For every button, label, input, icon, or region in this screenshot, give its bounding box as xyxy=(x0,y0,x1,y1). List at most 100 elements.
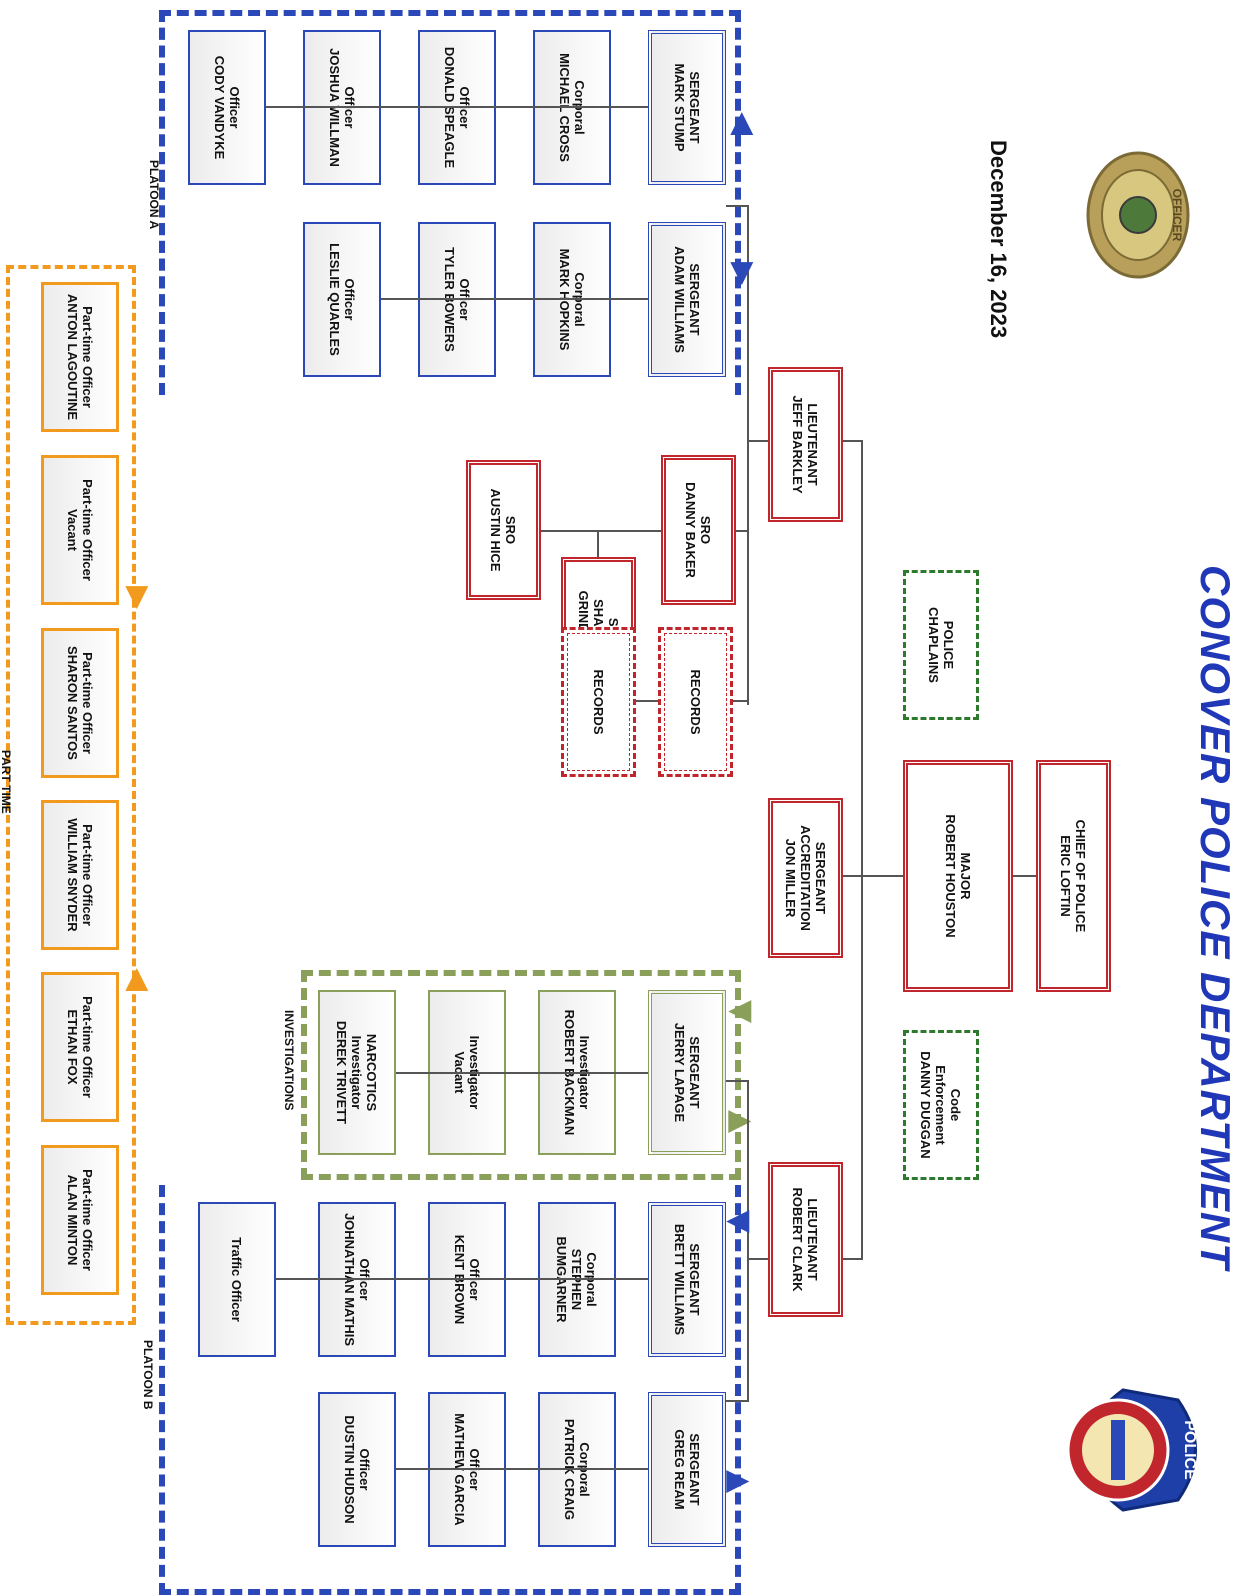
part-time-officer-box: Part-time Officer SHARON SANTOS xyxy=(41,628,119,778)
platoon-a-squad1-member: Officer CODY VANDYKE xyxy=(188,30,266,185)
rotation-arrow-icon: ◀ xyxy=(726,112,761,136)
records-box: RECORDS xyxy=(658,627,733,777)
traffic-officer-box: Traffic Officer xyxy=(198,1202,276,1357)
connector-line xyxy=(843,1258,863,1260)
member-rank: Officer xyxy=(357,1448,372,1491)
member-rank: Part-time Officer xyxy=(80,652,95,754)
sro-box: SRO DANNY BAKER xyxy=(661,455,736,605)
platoon-a-squad1-sergeant: SERGEANT MARK STUMP xyxy=(648,30,726,185)
connector-line xyxy=(597,530,599,557)
patch-logo-text: POLICE xyxy=(1181,1420,1198,1480)
page-title: CONOVER POLICE DEPARTMENT xyxy=(1192,565,1239,1270)
connector-line xyxy=(736,530,749,532)
chart-date: December 16, 2023 xyxy=(986,140,1011,339)
records-label: RECORDS xyxy=(688,669,703,735)
investigations-label: INVESTIGATIONS xyxy=(282,1010,296,1111)
member-name: JERRY LAPAGE xyxy=(672,1022,687,1123)
lieutenant-a-rank: LIEUTENANT xyxy=(805,403,821,486)
rotation-arrow-icon: ▲ xyxy=(722,1470,757,1494)
rotation-arrow-icon: ◀ xyxy=(121,968,156,992)
connector-line xyxy=(747,1080,749,1400)
chief-of-police-box: CHIEF OF POLICE ERIC LOFTIN xyxy=(1036,760,1111,992)
part-time-officer-box: Part-time Officer ETHAN FOX xyxy=(41,972,119,1122)
member-rank: Officer xyxy=(342,278,357,321)
member-rank: SERGEANT xyxy=(687,1243,702,1316)
member-rank: SERGEANT xyxy=(687,71,702,144)
rotation-arrow-icon: ▲ xyxy=(724,1110,759,1134)
platoon-b-squad2-sergeant: SERGEANT GREG REAM xyxy=(648,1392,726,1547)
connector-line xyxy=(843,875,863,877)
lieutenant-a-name: JEFF BARKLEY xyxy=(790,395,806,494)
member-name: SHARON SANTOS xyxy=(65,646,80,760)
member-rank-line2: Investigator xyxy=(349,1035,365,1110)
connector-line xyxy=(381,298,648,300)
member-rank: Part-time Officer xyxy=(80,306,95,408)
connector-line xyxy=(276,1278,648,1280)
connector-line xyxy=(749,1258,768,1260)
connector-line xyxy=(863,875,903,877)
platoon-b-squad2-member: Officer DUSTIN HUDSON xyxy=(318,1392,396,1547)
chief-rank: CHIEF OF POLICE xyxy=(1073,819,1089,933)
member-name: DEREK TRIVETT xyxy=(334,1020,350,1125)
part-time-officer-box: Part-time Officer WILLIAM SNYDER xyxy=(41,800,119,950)
investigations-sergeant: SERGEANT JERRY LAPAGE xyxy=(648,990,726,1155)
member-name: ALAN MINTON xyxy=(65,1174,80,1266)
records-label: RECORDS xyxy=(591,669,606,735)
member-name: LESLIE QUARLES xyxy=(327,243,342,356)
member-rank: NARCOTICS xyxy=(364,1033,380,1112)
member-rank: Part-time Officer xyxy=(80,1169,95,1271)
accreditation-rank: SERGEANT xyxy=(813,841,828,915)
platoon-a-squad2-member: Officer LESLIE QUARLES xyxy=(303,222,381,377)
member-name: WILLIAM SNYDER xyxy=(65,818,80,932)
platoon-b-squad1-sergeant: SERGEANT BRETT WILLIAMS xyxy=(648,1202,726,1357)
major-rank: MAJOR xyxy=(958,852,973,900)
connector-line xyxy=(396,1468,648,1470)
connector-line xyxy=(266,106,648,108)
member-name: ADAM WILLIAMS xyxy=(672,246,687,353)
police-patch-logo: POLICE xyxy=(1066,1388,1198,1512)
member-name: MARK STUMP xyxy=(672,63,687,152)
connector-line xyxy=(861,440,863,1260)
sro-name: DANNY BAKER xyxy=(683,482,699,578)
chaplains-line1: POLICE xyxy=(941,620,956,670)
rotation-arrow-icon: ▼ xyxy=(722,1210,757,1234)
part-time-officer-box: Part-time Officer Vacant xyxy=(41,455,119,605)
platoon-a-squad2-sergeant: SERGEANT ADAM WILLIAMS xyxy=(648,222,726,377)
chaplains-line2: CHAPLAINS xyxy=(926,607,941,683)
connector-line xyxy=(396,1072,648,1074)
connector-line xyxy=(1013,875,1036,877)
sro-rank: SRO xyxy=(698,515,714,545)
member-name: BRETT WILLIAMS xyxy=(672,1223,687,1336)
member-rank: Officer xyxy=(227,86,242,129)
platoon-a-label: PLATOON A xyxy=(147,160,161,230)
major-box: MAJOR ROBERT HOUSTON xyxy=(903,760,1013,992)
records-box: RECORDS xyxy=(561,627,636,777)
accreditation-unit: ACCREDITATION xyxy=(798,825,813,931)
connector-line xyxy=(541,530,661,532)
police-chaplains-box: POLICE CHAPLAINS xyxy=(903,570,979,720)
platoon-b-label: PLATOON B xyxy=(141,1340,155,1410)
member-rank: Part-time Officer xyxy=(80,824,95,926)
officer-badge-logo: OFFICER xyxy=(1086,151,1190,279)
connector-line xyxy=(843,440,863,442)
member-rank: Part-time Officer xyxy=(80,996,95,1098)
chief-name: ERIC LOFTIN xyxy=(1058,835,1074,917)
lieutenant-b-box: LIEUTENANT ROBERT CLARK xyxy=(768,1162,843,1317)
major-name: ROBERT HOUSTON xyxy=(943,814,958,938)
lieutenant-b-rank: LIEUTENANT xyxy=(805,1198,821,1281)
member-name: GREG REAM xyxy=(672,1429,687,1510)
sergeant-accreditation-box: SERGEANT ACCREDITATION JON MILLER xyxy=(768,798,843,958)
member-name: ETHAN FOX xyxy=(65,1009,80,1085)
member-rank: Traffic Officer xyxy=(229,1237,245,1322)
rotation-arrow-icon: ▶ xyxy=(726,262,761,286)
lieutenant-b-name: ROBERT CLARK xyxy=(790,1187,806,1292)
lieutenant-a-box: LIEUTENANT JEFF BARKLEY xyxy=(768,367,843,522)
connector-line xyxy=(726,205,749,207)
member-rank: SERGEANT xyxy=(687,1433,702,1506)
connector-line xyxy=(726,1080,749,1082)
member-name: CODY VANDYKE xyxy=(212,55,227,160)
sro-box: SRO AUSTIN HICE xyxy=(466,460,541,600)
narcotics-investigator-box: NARCOTICS Investigator DEREK TRIVETT xyxy=(318,990,396,1155)
